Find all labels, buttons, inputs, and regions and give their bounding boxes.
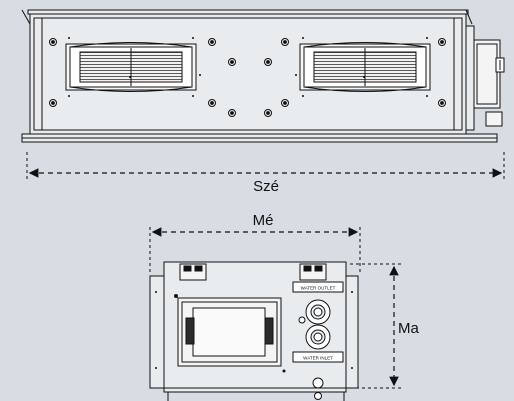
connection-box [465, 25, 505, 131]
outlet-panel [177, 297, 282, 367]
bolts [49, 38, 446, 117]
water-inlet-label: WATER INLET [303, 356, 333, 361]
left-fan [65, 42, 197, 92]
right-fan [299, 42, 431, 92]
width-dimension: Szé [26, 152, 505, 195]
water-outlet-label: WATER OUTLET [301, 286, 336, 291]
left-hanger [21, 9, 31, 25]
depth-label: Mé [253, 212, 274, 229]
height-label: Ma [398, 320, 419, 337]
width-label: Szé [253, 178, 279, 195]
depth-dimension: Mé [149, 212, 361, 272]
height-dimension: Ma [350, 263, 419, 389]
unit-inner-frame [33, 17, 463, 131]
front-view [149, 261, 359, 401]
rivets [68, 37, 428, 97]
side-view [21, 9, 505, 143]
front-holes [155, 291, 353, 373]
right-hanger [465, 9, 473, 25]
top-brackets [179, 263, 327, 281]
water-pipes [292, 281, 344, 400]
top-flange [27, 9, 469, 15]
